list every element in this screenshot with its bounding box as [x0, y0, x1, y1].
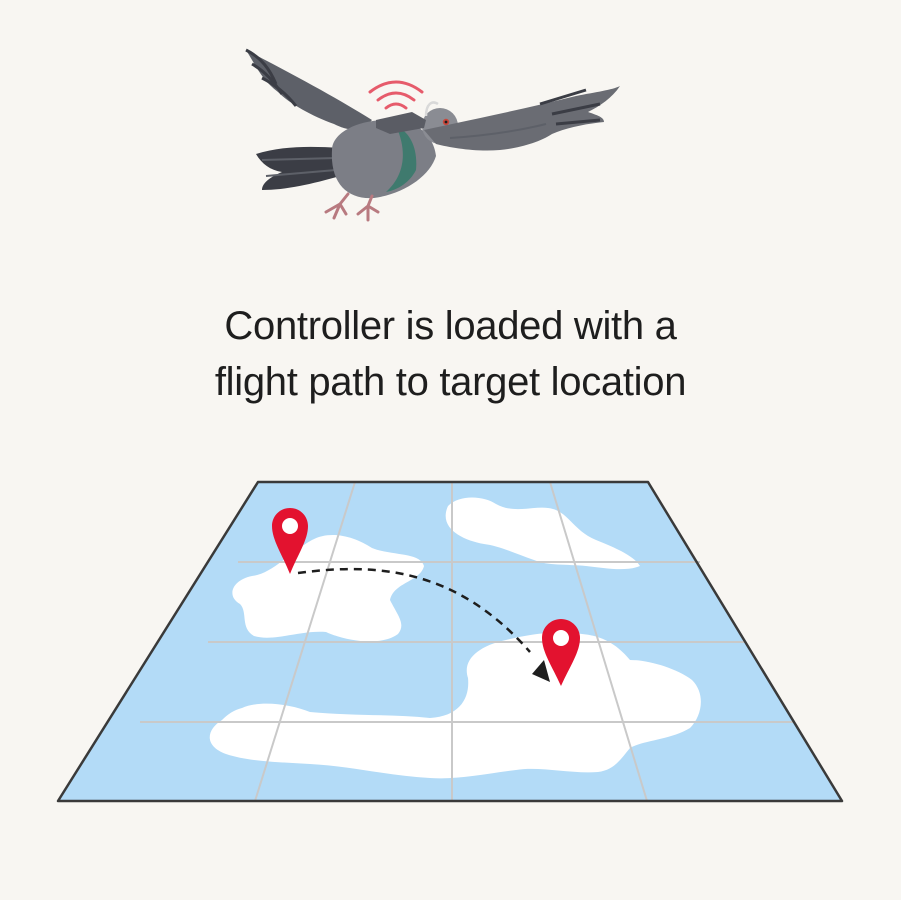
pigeon-front-wing — [424, 86, 620, 151]
wireless-signal-icon — [368, 80, 424, 110]
map-border — [56, 480, 844, 803]
caption-line-1: Controller is loaded with a — [224, 304, 677, 348]
dashed-arrow-icon — [297, 567, 550, 682]
pigeon-icon — [245, 48, 620, 222]
pigeon-right-leg — [356, 194, 380, 222]
target-map-pin-icon — [542, 619, 580, 686]
land-top-right — [445, 497, 640, 570]
pigeon-left-leg — [324, 192, 350, 220]
map-grid — [140, 481, 794, 802]
map — [56, 480, 844, 803]
pigeon-body — [331, 119, 436, 199]
pigeon-back-wing — [246, 50, 372, 130]
start-map-pin-icon — [272, 508, 308, 574]
pigeon-tail — [256, 146, 340, 190]
land-bottom — [209, 632, 701, 779]
caption: Controller is loaded with a flight path … — [0, 298, 901, 410]
caption-line-2: flight path to target location — [214, 360, 687, 404]
pigeon-backpack — [376, 112, 426, 134]
